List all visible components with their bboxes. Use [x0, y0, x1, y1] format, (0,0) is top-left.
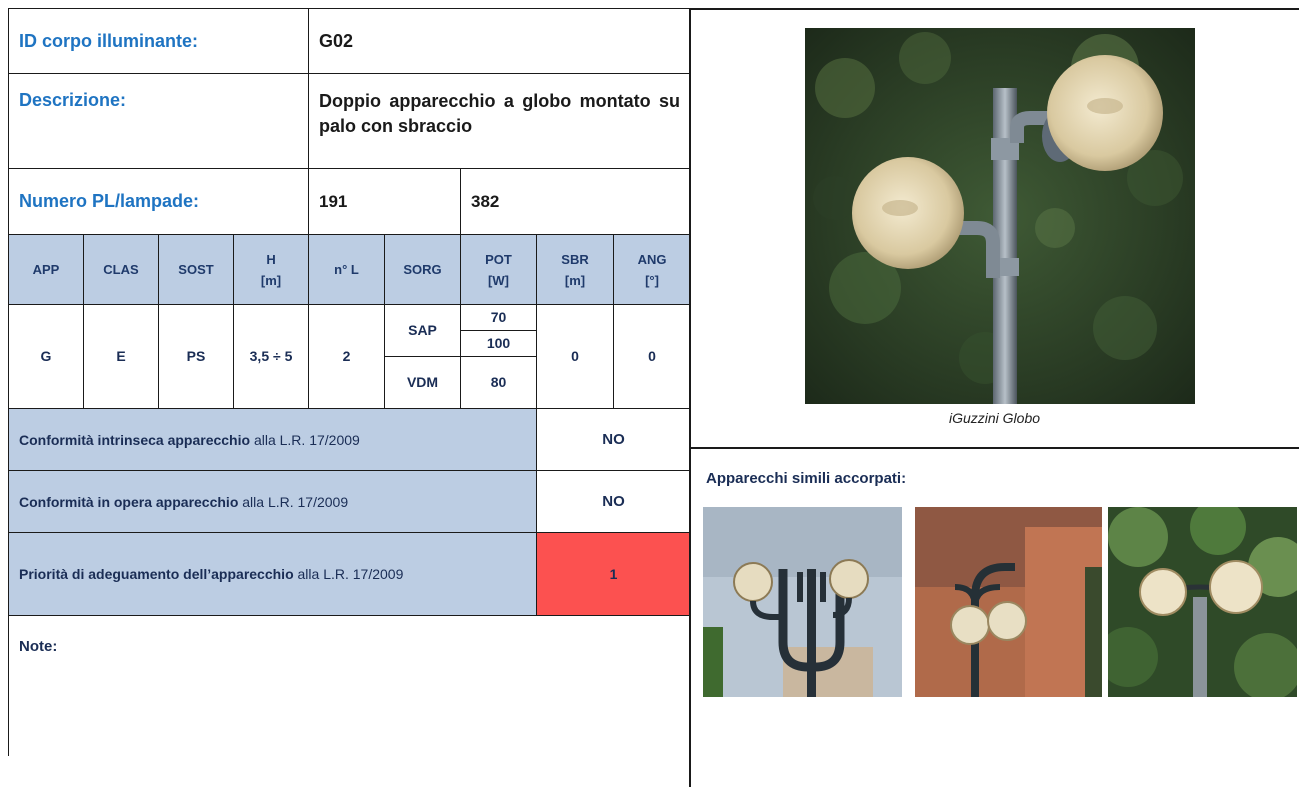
main-lamp-photo — [805, 28, 1195, 404]
header-h-unit: [m] — [260, 272, 282, 288]
value-pot-vdm: 80 — [460, 356, 538, 409]
conformita-intrinseca-row: Conformità intrinseca apparecchio alla L… — [7, 408, 692, 471]
right-panel-left-border — [689, 8, 691, 787]
right-panel-top-border — [690, 8, 1299, 10]
similar-photo-1 — [703, 507, 902, 697]
value-app: G — [8, 304, 84, 409]
priorita-label: Priorità di adeguamento dell’apparecchio… — [7, 532, 538, 616]
description-row: Descrizione: Doppio apparecchio a globo … — [7, 73, 692, 169]
value-ang: 0 — [613, 304, 692, 409]
priorita-row: Priorità di adeguamento dell’apparecchio… — [7, 532, 692, 616]
header-ang-label: ANG — [637, 251, 667, 267]
note-label: Note: — [7, 615, 691, 756]
similar-photo-3 — [1108, 507, 1297, 697]
header-pot-unit: [W] — [488, 272, 509, 288]
header-ang: ANG [°] — [613, 234, 692, 305]
similar-photo-2 — [915, 507, 1102, 697]
similar-photo-3-graphic — [1108, 507, 1297, 697]
right-panel-mid-border — [690, 447, 1299, 449]
header-nl: n° L — [308, 234, 386, 305]
conformita-intrinseca-bold: Conformità intrinseca apparecchio — [19, 431, 251, 448]
header-pot: POT [W] — [460, 234, 538, 305]
conformita-opera-answer: NO — [536, 470, 692, 533]
value-pot-100: 100 — [486, 335, 511, 351]
header-h: H [m] — [232, 234, 310, 305]
numero-pl-value: 191 — [308, 168, 462, 235]
header-sbr: SBR [m] — [536, 234, 615, 305]
priorita-bold: Priorità di adeguamento dell’apparecchio — [19, 565, 294, 582]
conformita-opera-bold: Conformità in opera apparecchio — [19, 493, 239, 510]
header-ang-unit: [°] — [645, 272, 659, 288]
scheda-table-frame: ID corpo illuminante: G02 Descrizione: D… — [7, 8, 692, 787]
main-lamp-photo-graphic — [805, 28, 1195, 404]
conformita-intrinseca-answer: NO — [536, 408, 692, 471]
value-sorg-sap: SAP — [384, 304, 462, 357]
value-clas: E — [83, 304, 159, 409]
header-sbr-label: SBR — [561, 251, 589, 267]
numero-lampade-value: 382 — [460, 168, 692, 235]
description-value: Doppio apparecchio a globo montato su pa… — [308, 73, 692, 169]
conformita-intrinseca-rest: alla L.R. 17/2009 — [250, 431, 360, 448]
scheda-table: ID corpo illuminante: G02 Descrizione: D… — [7, 8, 692, 756]
similar-title: Apparecchi simili accorpati: — [706, 470, 907, 487]
similar-photo-1-graphic — [703, 507, 902, 697]
priorita-answer: 1 — [536, 532, 692, 616]
id-label: ID corpo illuminante: — [7, 8, 310, 74]
value-pot-sap: 70 100 — [460, 304, 538, 357]
header-sbr-unit: [m] — [564, 272, 586, 288]
spec-values-row-1: G E PS 3,5 ÷ 5 2 SAP 70 100 0 0 — [8, 304, 692, 409]
similar-photo-2-graphic — [915, 507, 1102, 697]
value-sost: PS — [158, 304, 234, 409]
header-sost: SOST — [158, 234, 234, 305]
spec-header-row: APP CLAS SOST H [m] n° L SORG POT [W] SBR [… — [8, 234, 692, 305]
id-value: G02 — [308, 8, 692, 74]
numero-row: Numero PL/lampade: 191 382 — [7, 168, 692, 235]
value-pot-70: 70 — [461, 305, 537, 331]
header-sorg: SORG — [384, 234, 462, 305]
description-label: Descrizione: — [7, 73, 310, 169]
numero-label: Numero PL/lampade: — [7, 168, 310, 235]
priorita-rest: alla L.R. 17/2009 — [293, 565, 404, 582]
header-h-label: H — [266, 251, 276, 267]
conformita-opera-label: Conformità in opera apparecchio alla L.R… — [7, 470, 538, 533]
header-pot-label: POT — [485, 251, 512, 267]
value-sbr: 0 — [536, 304, 615, 409]
value-nl: 2 — [308, 304, 386, 409]
conformita-opera-rest: alla L.R. 17/2009 — [238, 493, 349, 510]
header-app: APP — [8, 234, 84, 305]
id-row: ID corpo illuminante: G02 — [7, 8, 692, 74]
spec-values-row-2: VDM 80 — [9, 356, 691, 409]
conformita-opera-row: Conformità in opera apparecchio alla L.R… — [7, 470, 692, 533]
photo-caption: iGuzzini Globo — [948, 410, 1041, 426]
value-sorg-vdm: VDM — [384, 356, 462, 409]
header-clas: CLAS — [83, 234, 159, 305]
conformita-intrinseca-label: Conformità intrinseca apparecchio alla L… — [7, 408, 538, 471]
value-h: 3,5 ÷ 5 — [232, 304, 310, 409]
note-row: Note: — [7, 615, 691, 756]
